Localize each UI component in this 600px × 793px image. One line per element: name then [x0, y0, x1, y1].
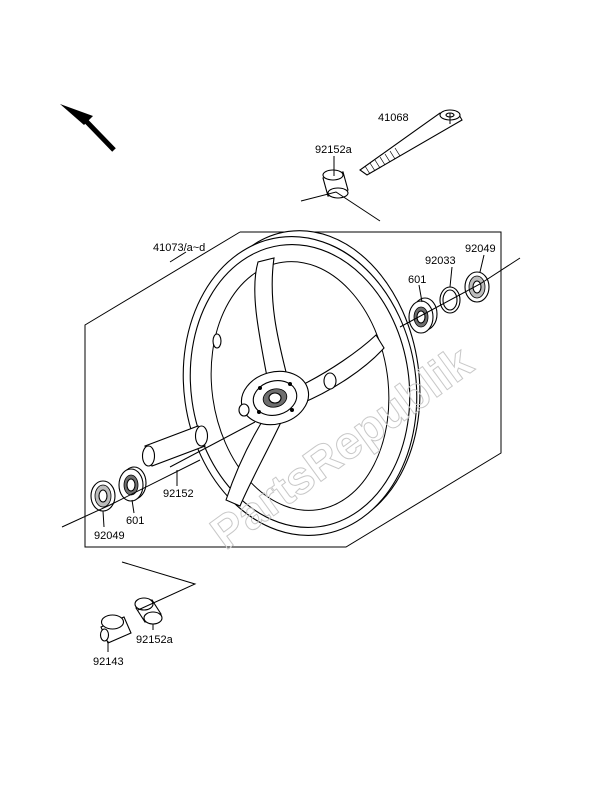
- collar-bottom-right-part: [134, 597, 163, 625]
- label-axle: 41068: [378, 112, 409, 124]
- leader-lines: [102, 113, 485, 652]
- seal-right-part: [464, 271, 490, 303]
- label-circlip-right: 92033: [425, 255, 456, 267]
- bearing-left-part: [118, 466, 147, 502]
- label-spacer: 92152: [163, 488, 194, 500]
- axle-part: [359, 109, 463, 176]
- direction-arrow-icon: [60, 104, 116, 152]
- label-seal-right: 92049: [465, 243, 496, 255]
- left-alignment-line: [61, 459, 201, 528]
- right-alignment-line: [399, 257, 521, 328]
- label-wheel: 41073/a~d: [153, 242, 205, 254]
- axle-center-line: [169, 421, 256, 468]
- collar-bottom-left-part: [99, 614, 132, 644]
- label-seal-left: 92049: [94, 530, 125, 542]
- wheel-rim: [182, 230, 421, 536]
- top-alignment-line: [300, 191, 381, 222]
- label-collar-bottom-left: 92143: [93, 656, 124, 668]
- assembly-box: [84, 231, 502, 548]
- label-bearing-right: 601: [408, 274, 426, 286]
- label-collar-top: 92152a: [315, 144, 353, 156]
- bearing-right-part: [408, 297, 438, 334]
- spacer-part: [141, 425, 209, 467]
- label-bearing-left: 601: [126, 515, 144, 527]
- collar-top-part: [322, 169, 349, 199]
- seal-left-part: [90, 480, 116, 512]
- label-collar-bottom-right: 92152a: [136, 634, 174, 646]
- bottom-alignment-line: [121, 561, 197, 611]
